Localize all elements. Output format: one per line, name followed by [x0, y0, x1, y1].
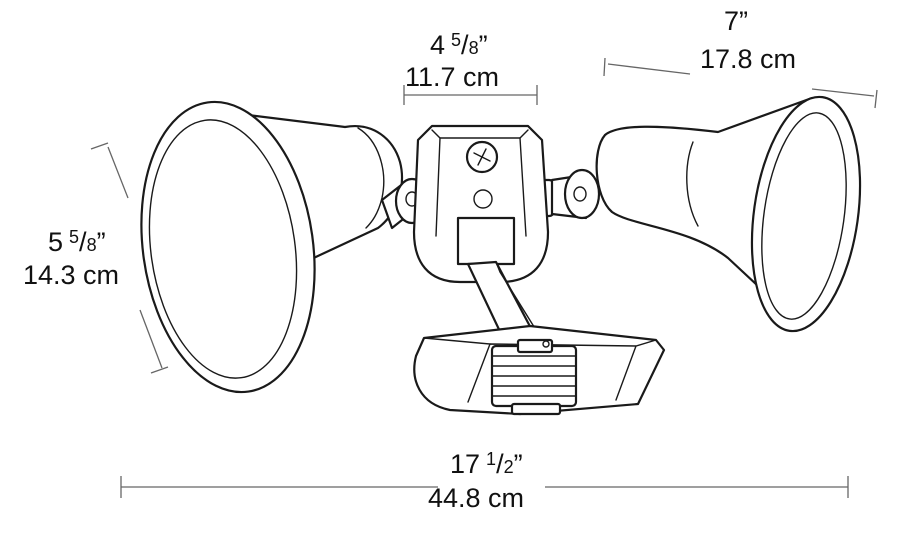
junction-box-side-bevel: [435, 137, 527, 237]
lamp-length-tick-left: [603, 57, 606, 77]
lamp-length-metric: 17.8 cm: [700, 44, 796, 74]
sensor-arm-edge: [495, 261, 537, 331]
junction-box-width-metric: 11.7 cm: [405, 62, 499, 92]
right-swivel-bolt: [573, 186, 587, 202]
junction-box-screw-slot: [473, 148, 491, 166]
left-lamp-lens: [148, 119, 298, 379]
lens-diameter-line-top: [107, 146, 129, 199]
junction-box: [412, 124, 550, 284]
left-lamp-lens-rim: [140, 100, 316, 394]
lamp-length-inches: 7”: [724, 6, 748, 36]
right-lamp: [528, 95, 862, 333]
junction-box-hole: [473, 189, 493, 209]
lamp-length-line-left: [607, 63, 691, 75]
motion-sensor-indicator: [542, 340, 550, 348]
dimension-lines: [90, 57, 878, 498]
lamp-length-tick-right: [874, 89, 878, 109]
left-lamp-cone-shading: [357, 127, 385, 229]
junction-box-mount-plate: [456, 216, 516, 266]
lens-diameter-metric: 14.3 cm: [23, 260, 119, 290]
lens-diameter-tick-top: [90, 142, 109, 150]
motion-sensor-bottom-cap: [510, 402, 562, 416]
lamp-length-line-right: [811, 88, 875, 97]
right-lamp-lens: [761, 112, 847, 320]
lens-diameter-line-bottom: [139, 309, 163, 369]
overall-width-metric: 44.8 cm: [428, 483, 524, 513]
junction-box-top-bevel: [431, 129, 529, 139]
left-lamp: [140, 100, 438, 394]
lens-diameter-tick-bottom: [150, 366, 169, 374]
motion-sensor: [413, 324, 666, 416]
right-swivel-knuckle: [563, 168, 601, 220]
right-lamp-cone-shading: [686, 141, 699, 227]
